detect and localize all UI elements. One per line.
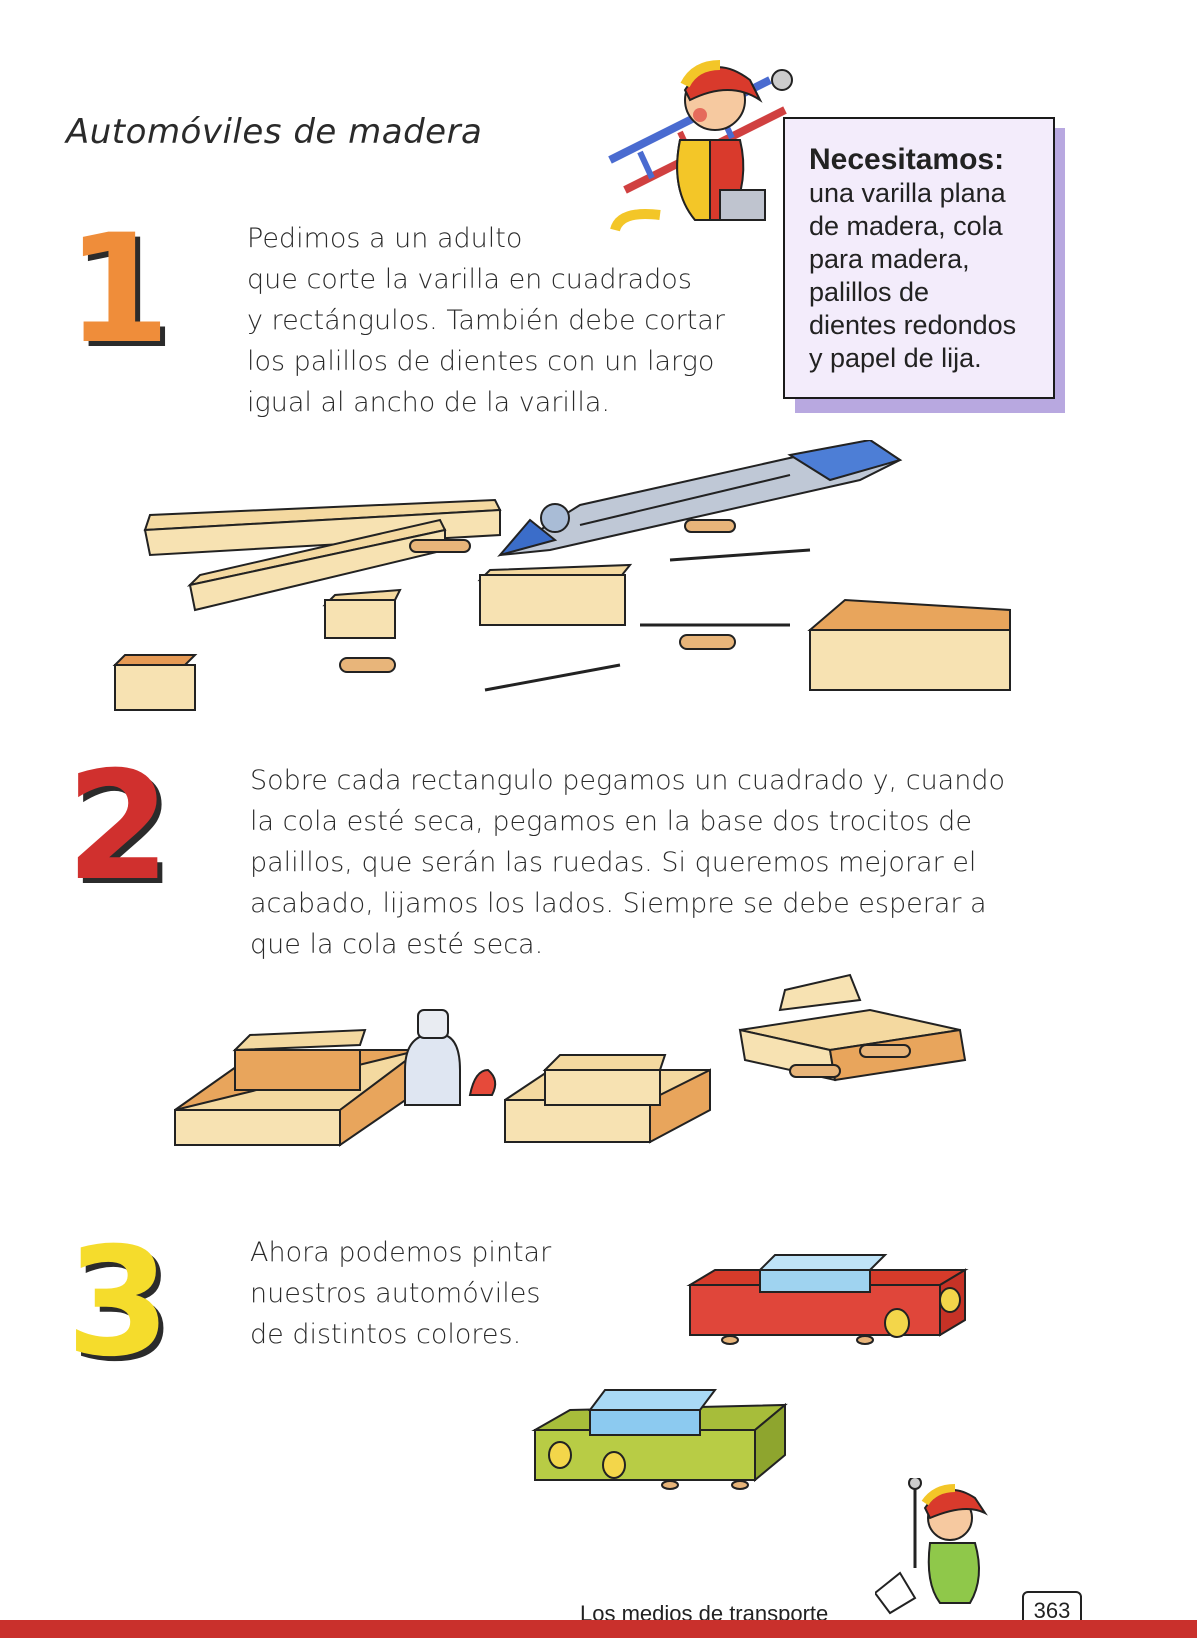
page-title: Automóviles de madera [66,112,483,152]
step-3-number: 3 [66,1216,171,1390]
mascot-with-ladder-illustration [608,60,793,232]
step-2-text: Sobre cada rectangulo pegamos un cuadrad… [250,765,1005,960]
step-3-text: Ahora podemos pintar nuestros automóvile… [250,1237,552,1350]
gluing-blocks-illustration [174,973,967,1147]
materials-heading: Necesitamos: [809,143,1005,176]
step-1-text: Pedimos a un adulto que corte la varilla… [247,223,725,418]
bottom-color-bar [0,1620,1197,1638]
mascot-bottom-illustration [875,1478,988,1615]
green-car-illustration [531,1389,788,1490]
wood-pieces-and-cutter-illustration [112,440,1011,711]
step-2-number: 2 [66,740,171,914]
materials-list: una varilla plana de madera, cola para m… [809,178,1017,373]
red-car-illustration [686,1254,969,1345]
step-1-number: 1 [66,203,171,377]
materials-box: Necesitamos: una varilla plana de madera… [783,117,1055,399]
